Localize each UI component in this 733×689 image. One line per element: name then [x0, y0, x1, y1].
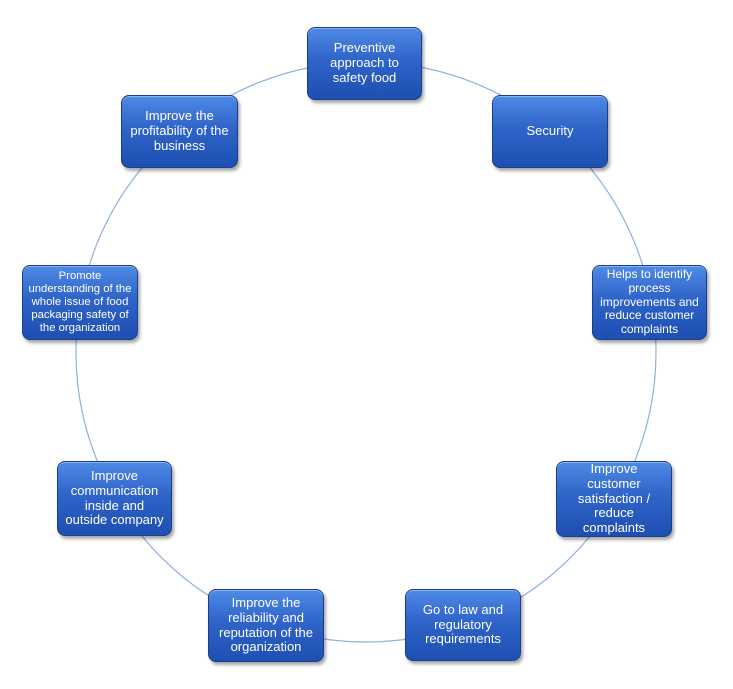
node-label: Promote understanding of the whole issue… [28, 270, 132, 334]
node-label: Improve the reliability and reputation o… [219, 594, 313, 655]
node-label: Preventive approach to safety food [330, 40, 399, 85]
node-customer-satisfaction: Improve customer satisfaction / reduce c… [556, 461, 672, 537]
node-label: Security [526, 123, 574, 139]
node-profitability: Improve the profitability of the busines… [121, 95, 238, 168]
node-label: Improve customer satisfaction / reduce c… [577, 460, 651, 536]
node-process-improvements: Helps to identify process improvements a… [592, 265, 707, 340]
node-preventive-approach: Preventive approach to safety food [307, 27, 422, 100]
node-food-packaging-safety: Promote understanding of the whole issue… [22, 265, 138, 340]
node-reliability-reputation: Improve the reliability and reputation o… [208, 589, 324, 662]
node-law-regulatory: Go to law and regulatory requirements [405, 589, 521, 661]
node-label: Improve communication inside and outside… [65, 467, 164, 528]
node-communication: Improve communication inside and outside… [57, 461, 172, 536]
node-label: Improve the profitability of the busines… [130, 108, 229, 153]
node-security: Security [492, 95, 608, 168]
node-label: Go to law and regulatory requirements [422, 601, 504, 647]
node-label: Helps to identify process improvements a… [600, 267, 699, 337]
